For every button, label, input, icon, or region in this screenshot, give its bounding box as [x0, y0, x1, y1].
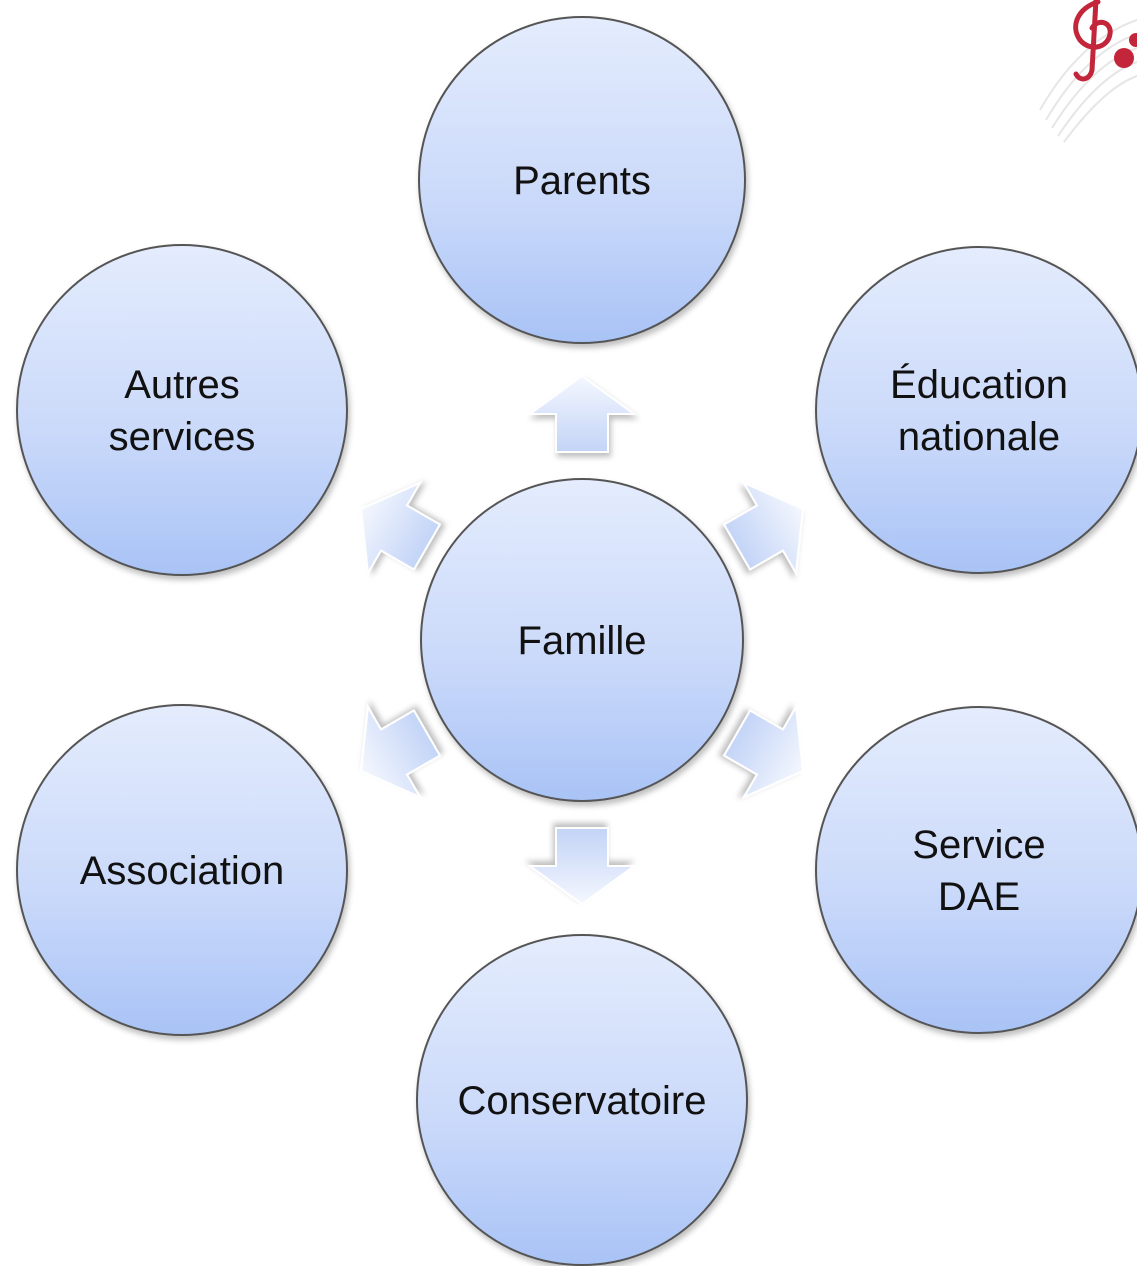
node-circle-association — [16, 704, 348, 1036]
center-circle — [420, 478, 744, 802]
node-circle-service-dae — [815, 706, 1137, 1034]
node-label-service-dae-line-2: DAE — [938, 875, 1020, 919]
node-label-autres-services-line-2: services — [109, 415, 256, 459]
arrows-group — [360, 374, 804, 906]
node-education-nationale: Éducation nationale — [815, 246, 1137, 574]
node-circle-autres-services — [16, 244, 348, 576]
node-conservatoire: Conservatoire — [416, 934, 748, 1266]
node-label-service-dae-line-1: Service — [912, 823, 1045, 867]
node-label-education-nationale-line-1: Éducation — [890, 362, 1068, 407]
arrow-to-parents-icon — [526, 374, 638, 453]
node-parents: Parents — [418, 16, 746, 344]
node-circle-education-nationale — [815, 246, 1137, 574]
arrow-to-association-icon — [360, 703, 442, 800]
treble-clef-logo-icon — [1039, 0, 1137, 143]
node-label-education-nationale-line-2: nationale — [898, 415, 1060, 459]
arrow-to-conservatoire-icon — [526, 827, 638, 906]
node-label-autres-services-line-1: Autres — [124, 363, 240, 407]
node-circle-parents — [418, 16, 746, 344]
arrow-to-autres-services-icon — [360, 480, 442, 577]
node-label-conservatoire-line-1: Conservatoire — [457, 1079, 706, 1123]
node-circle-conservatoire — [416, 934, 748, 1266]
node-association: Association — [16, 704, 348, 1036]
node-label-association-line-1: Association — [80, 849, 285, 893]
node-label-parents-line-1: Parents — [513, 159, 651, 203]
center-node: Famille — [420, 478, 744, 802]
arrow-to-education-nationale-icon — [722, 480, 804, 577]
center-label: Famille — [518, 619, 647, 663]
arrow-to-service-dae-icon — [722, 703, 804, 800]
node-autres-services: Autres services — [16, 244, 348, 576]
